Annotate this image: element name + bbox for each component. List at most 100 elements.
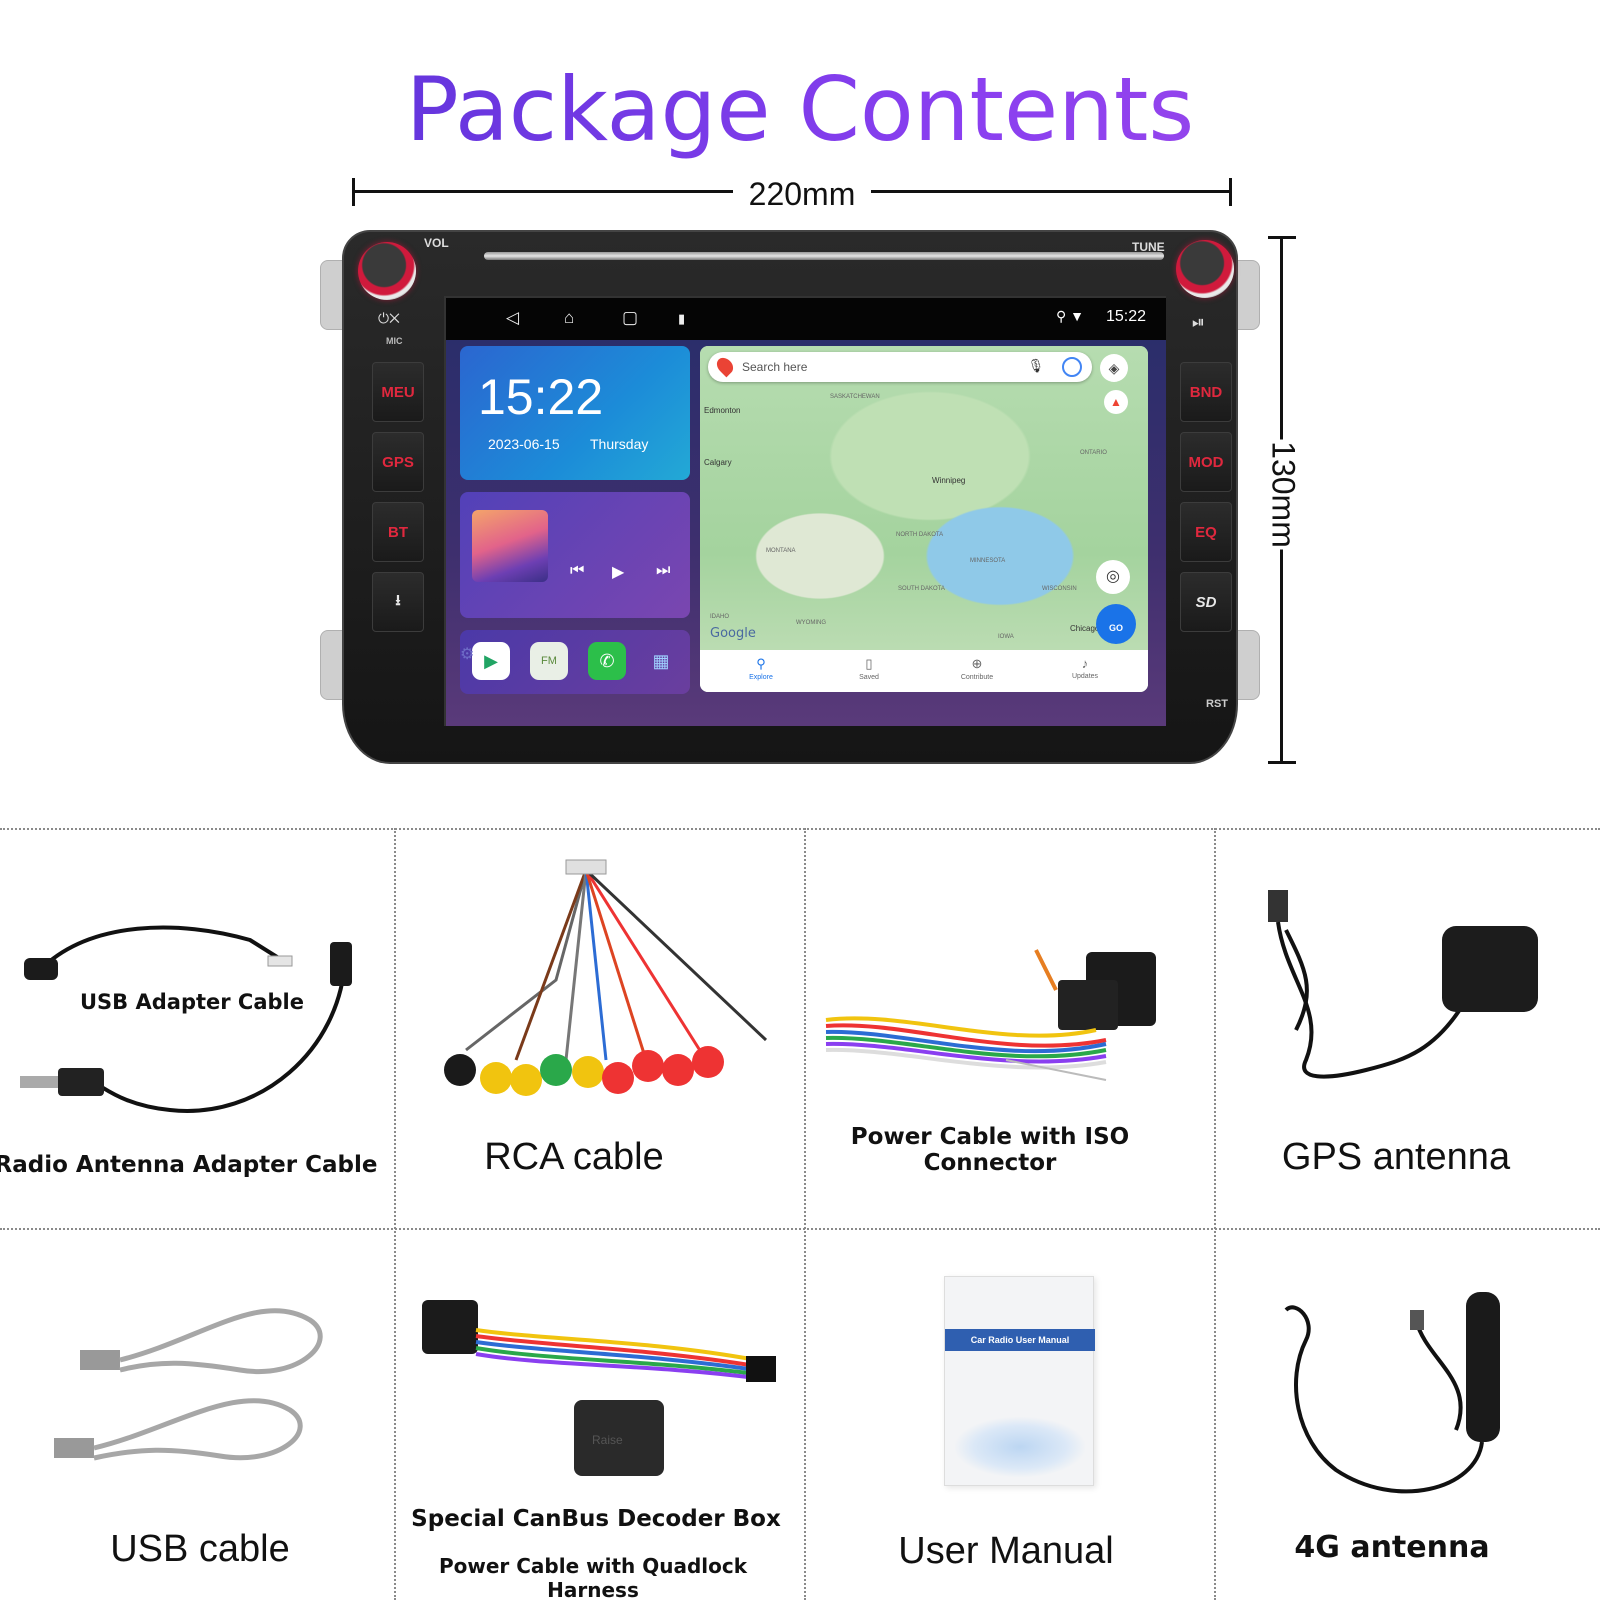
add-icon: ⊕ <box>971 656 983 671</box>
volume-knob-label: VOL <box>424 236 449 250</box>
disc-slot <box>484 252 1164 260</box>
mic-label: MIC <box>386 336 403 346</box>
account-icon[interactable] <box>1062 357 1082 377</box>
gps-antenna-label: GPS antenna <box>1281 1136 1511 1178</box>
all-apps-icon[interactable]: ▦ <box>652 650 670 671</box>
mode-button[interactable]: MOD <box>1180 432 1232 492</box>
user-manual-label: User Manual <box>898 1530 1114 1572</box>
maps-widget[interactable]: Edmonton Calgary Winnipeg Chicago SASKAT… <box>700 346 1148 692</box>
tab-saved[interactable]: ▯Saved <box>824 656 914 681</box>
home-icon[interactable]: ⌂ <box>564 308 575 327</box>
grid-divider <box>804 828 806 1600</box>
play-store-icon[interactable]: ▶ <box>472 642 510 680</box>
usb-cable-image <box>54 1308 323 1461</box>
user-manual-image: Car Radio User Manual <box>944 1276 1095 1486</box>
rca-cable-image <box>444 859 768 1096</box>
eq-button[interactable]: EQ <box>1180 502 1232 562</box>
bell-icon: ♪ <box>1081 656 1089 671</box>
maps-pin-icon <box>713 354 737 378</box>
tab-explore[interactable]: ⚲Explore <box>716 656 806 681</box>
map-region-label: SOUTH DAKOTA <box>898 586 945 592</box>
iso-power-cable-image <box>825 949 1156 1081</box>
item-4g-antenna: 4G antenna <box>1216 1230 1600 1600</box>
map-region-label: NORTH DAKOTA <box>896 532 944 538</box>
map-search-bar[interactable]: Search here 🎙︎ <box>708 352 1092 382</box>
band-button[interactable]: BND <box>1180 362 1232 422</box>
clock-weekday: Thursday <box>590 436 649 452</box>
layers-icon[interactable]: ◈ <box>1100 354 1128 382</box>
gps-button[interactable]: GPS <box>372 432 424 492</box>
app-dock: ▶ FM ✆ ▦ <box>460 630 690 694</box>
usb-cable-label: USB cable <box>110 1528 290 1570</box>
4g-antenna-image <box>1284 1292 1500 1494</box>
volume-knob[interactable] <box>358 242 416 300</box>
height-dimension: 130mm <box>1264 236 1306 766</box>
height-label: 130mm <box>1264 439 1302 550</box>
map-region-label: MINNESOTA <box>970 558 1006 564</box>
item-iso-power-cable: Power Cable with ISO Connector <box>806 830 1206 1225</box>
page-title: Package Contents <box>0 58 1600 161</box>
back-icon[interactable]: ◁ <box>506 308 520 327</box>
map-region-label: WISCONSIN <box>1042 586 1077 592</box>
canbus-decoder-box-label: Special CanBus Decoder Box <box>411 1506 781 1532</box>
fm-radio-icon[interactable]: FM <box>530 642 568 680</box>
location-wifi-icons: ⚲ ▼ <box>1056 308 1084 324</box>
compass-icon[interactable]: ▲ <box>1104 390 1128 414</box>
bookmark-icon: ▯ <box>865 656 873 671</box>
grid-divider <box>0 1228 1600 1230</box>
reset-label: RST <box>1206 698 1228 710</box>
menu-button[interactable]: MEU <box>372 362 424 422</box>
lock-icon: ▮ <box>678 311 686 326</box>
manual-cover-title: Car Radio User Manual <box>945 1329 1095 1351</box>
item-gps-antenna: GPS antenna <box>1216 830 1600 1225</box>
next-track-icon[interactable]: ⏭ <box>656 562 671 579</box>
recents-icon[interactable]: ▢ <box>622 308 639 327</box>
phone-icon[interactable]: ✆ <box>588 642 626 680</box>
map-region-label: IOWA <box>998 634 1014 640</box>
map-place-label: Calgary <box>704 458 732 467</box>
status-bar: ◁ ⌂ ▢ ▮ ⚲ ▼ 15:22 <box>446 298 1166 340</box>
map-search-placeholder: Search here <box>742 360 808 374</box>
map-place-label: Chicago <box>1070 624 1100 633</box>
head-unit: VOL TUNE ⏻✕ MIC MEU GPS BT ⭳ ⏯ BND MOD E… <box>320 226 1260 772</box>
play-pause-icon[interactable]: ⏯ <box>1192 314 1205 331</box>
clock-widget[interactable]: 15:22 2023-06-15 Thursday <box>460 346 690 480</box>
item-rca-cable: RCA cable <box>396 830 796 1225</box>
power-mute-icon[interactable]: ⏻✕ <box>378 310 400 326</box>
tab-contribute[interactable]: ⊕Contribute <box>932 656 1022 681</box>
go-button[interactable]: GO <box>1096 604 1136 644</box>
touchscreen: ◁ ⌂ ▢ ▮ ⚲ ▼ 15:22 15:22 2023-06-15 Thurs… <box>444 296 1166 726</box>
launcher: 15:22 2023-06-15 Thursday ⏮ ▶ ⏭ ▶ FM ✆ ▦ <box>446 340 1166 726</box>
tune-knob[interactable] <box>1176 240 1234 298</box>
sd-button[interactable]: SD <box>1180 572 1232 632</box>
bt-button[interactable]: BT <box>372 502 424 562</box>
map-region-label: ONTARIO <box>1080 450 1107 456</box>
usb-icon: ⭳ <box>395 591 401 609</box>
clock-date: 2023-06-15 <box>488 436 560 452</box>
status-time: 15:22 <box>1105 308 1146 325</box>
previous-track-icon[interactable]: ⏮ <box>570 562 585 579</box>
map-region-label: IDAHO <box>710 614 730 620</box>
manual-cover-graphic <box>955 1417 1085 1477</box>
clock-time: 15:22 <box>478 369 604 425</box>
width-label: 220mm <box>732 176 872 212</box>
tab-updates[interactable]: ♪Updates <box>1040 656 1130 680</box>
radio-antenna-adapter-cable-label: Radio Antenna Adapter Cable <box>0 1152 378 1178</box>
album-art <box>472 510 548 582</box>
my-location-icon[interactable]: ◎ <box>1096 560 1130 594</box>
map-bottom-nav: ⚲Explore ▯Saved ⊕Contribute ♪Updates <box>700 650 1148 692</box>
bezel: VOL TUNE ⏻✕ MIC MEU GPS BT ⭳ ⏯ BND MOD E… <box>342 230 1238 764</box>
item-antenna-usb-adapter: USB Adapter Cable Radio Antenna Adapter … <box>0 830 400 1225</box>
usb-button[interactable]: ⭳ <box>372 572 424 632</box>
power-cable-iso-label: Power Cable with ISO Connector <box>850 1124 1130 1176</box>
item-user-manual: Car Radio User Manual User Manual <box>806 1230 1206 1600</box>
decoder-box-text: Raise <box>592 1433 623 1447</box>
map-canvas[interactable] <box>700 346 1148 692</box>
map-region-label: SASKATCHEWAN <box>830 394 880 400</box>
grid-divider <box>0 828 1600 830</box>
play-icon[interactable]: ▶ <box>612 564 625 581</box>
mic-icon[interactable]: 🎙︎ <box>1027 358 1044 373</box>
quadlock-harness-label: Power Cable with Quadlock Harness <box>438 1554 748 1600</box>
settings-gear-icon[interactable]: ⚙ <box>460 646 475 663</box>
usb-adapter-cable-label: USB Adapter Cable <box>80 990 304 1014</box>
